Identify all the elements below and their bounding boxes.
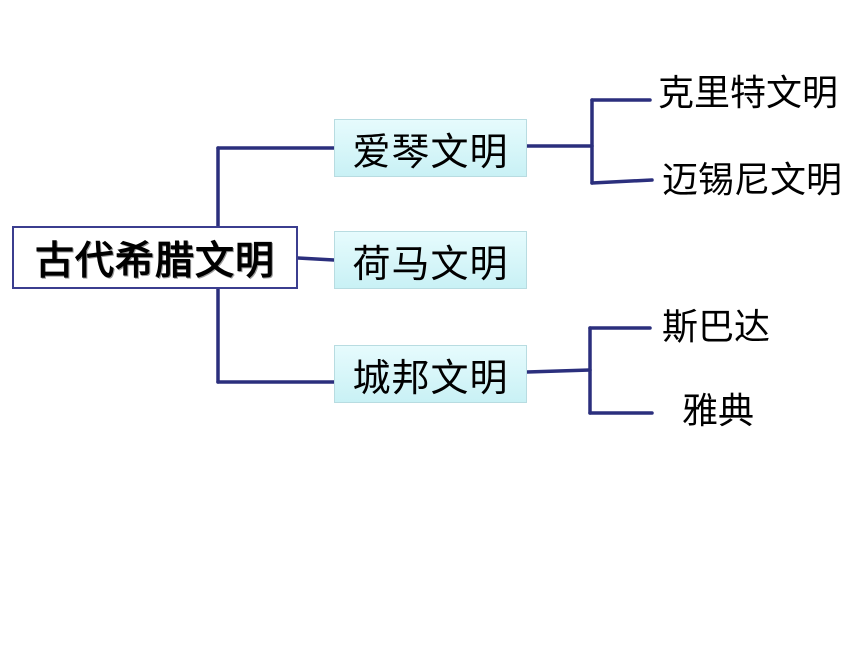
root-node-label: 古代希腊文明 — [34, 238, 275, 284]
leaf-node-yadian: 雅典 — [682, 391, 755, 432]
leaf-node-maixini: 迈锡尼文明 — [662, 160, 843, 201]
connector-chengbang-out — [525, 368, 592, 374]
branch-node-label: 城邦文明 — [352, 355, 509, 400]
branch-node-homa: 荷马文明 — [334, 231, 527, 289]
branch-node-aiqin: 爱琴文明 — [334, 119, 527, 177]
branch-node-chengbang: 城邦文明 — [334, 345, 527, 403]
root-node: 古代希腊文明 — [12, 226, 298, 289]
leaf-node-kelite: 克里特文明 — [658, 73, 839, 114]
connector-root-to-homa — [296, 256, 336, 262]
branch-node-label: 爱琴文明 — [352, 129, 509, 174]
branch-node-label: 荷马文明 — [352, 241, 509, 286]
connector-to-maixini — [590, 178, 654, 185]
leaf-node-sibada: 斯巴达 — [662, 307, 771, 348]
